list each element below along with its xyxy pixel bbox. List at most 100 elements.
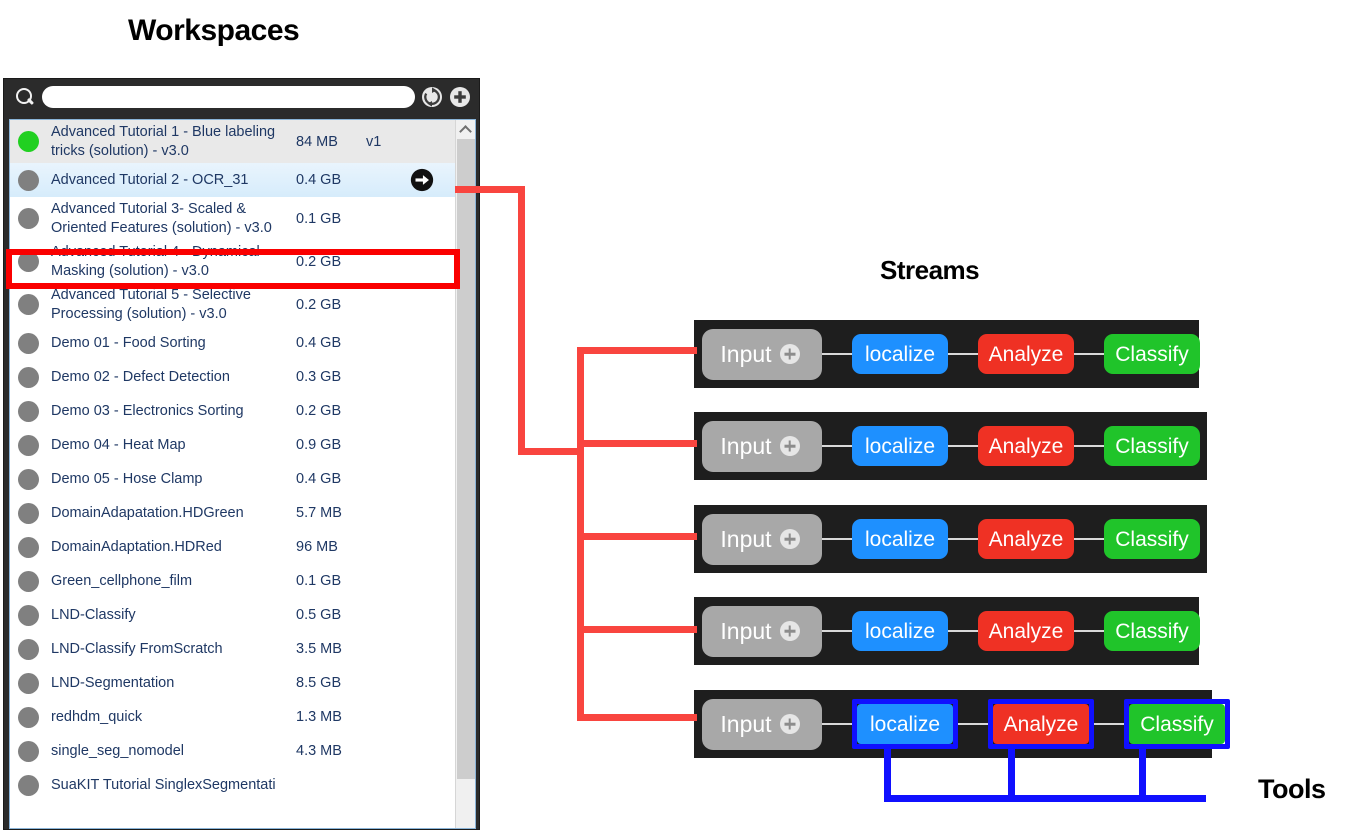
classify-node[interactable]: Classify [1104, 611, 1200, 651]
scroll-up-arrow-icon[interactable] [456, 120, 475, 139]
classify-node[interactable]: Classify [1104, 334, 1200, 374]
arrow-right-circle-icon[interactable] [408, 166, 436, 194]
red-connector-segment [577, 714, 697, 721]
stream-connector-line [948, 538, 978, 540]
input-plus-icon[interactable] [779, 621, 800, 641]
stream-connector-line [948, 630, 978, 632]
search-input[interactable] [42, 86, 415, 108]
workspace-size: 96 MB [296, 539, 338, 555]
input-plus-icon[interactable] [779, 714, 800, 734]
workspace-size: 0.4 GB [296, 335, 342, 351]
status-dot-gray [18, 208, 39, 229]
plus-icon[interactable] [449, 86, 471, 108]
localize-node-wrap: localize [852, 426, 948, 466]
input-plus-icon[interactable] [779, 529, 800, 549]
localize-node[interactable]: localize [852, 519, 948, 559]
workspace-row[interactable]: DomainAdaptation.HDRed 96 MB [10, 530, 457, 564]
workspace-row[interactable]: Advanced Tutorial 4 - Dynamical Masking … [10, 240, 457, 283]
refresh-icon[interactable] [421, 86, 443, 108]
input-node-label: Input [720, 525, 772, 552]
localize-node-label: localize [864, 342, 936, 366]
status-dot-gray [18, 366, 39, 388]
workspace-name: Advanced Tutorial 4 - Dynamical Masking … [51, 243, 260, 279]
classify-node[interactable]: Classify [1104, 426, 1200, 466]
blue-connector-segment [884, 795, 1206, 802]
stream-connector-line [822, 630, 852, 632]
workspace-size: 0.2 GB [296, 403, 342, 419]
stream-connector-line [1074, 445, 1104, 447]
workspace-size: 4.3 MB [296, 743, 342, 759]
stream-row[interactable]: Input localize Analyze Classify [694, 690, 1230, 758]
analyze-node-wrap: Analyze [978, 611, 1074, 651]
classify-node-wrap: Classify [1104, 519, 1200, 559]
classify-node-highlighted: Classify [1124, 699, 1230, 749]
classify-node[interactable]: Classify [1104, 519, 1200, 559]
stream-row[interactable]: Input localize Analyze Classify [694, 412, 1207, 480]
scrollbar-thumb[interactable] [457, 139, 475, 779]
workspace-row[interactable]: SuaKIT Tutorial SinglexSegmentati [10, 768, 457, 802]
input-node[interactable]: Input [702, 698, 822, 750]
stream-connector-line [958, 723, 988, 725]
classify-node-label: Classify [1115, 527, 1189, 551]
workspace-name: Demo 01 - Food Sorting [51, 334, 206, 351]
workspace-row[interactable]: Advanced Tutorial 3- Scaled & Oriented F… [10, 197, 457, 240]
analyze-node[interactable]: Analyze [978, 334, 1074, 374]
list-scrollbar[interactable] [455, 120, 475, 828]
workspace-row[interactable]: Demo 01 - Food Sorting 0.4 GB [10, 326, 457, 360]
input-node[interactable]: Input [702, 420, 822, 472]
analyze-node[interactable]: Analyze [978, 426, 1074, 466]
workspace-row[interactable]: Advanced Tutorial 5 - Selective Processi… [10, 283, 457, 326]
stream-row[interactable]: Input localize Analyze Classify [694, 597, 1200, 665]
red-connector-segment [577, 626, 697, 633]
workspace-size: 0.9 GB [296, 437, 342, 453]
analyze-node[interactable]: Analyze [978, 519, 1074, 559]
stream-row[interactable]: Input localize Analyze Classify [694, 505, 1207, 573]
workspace-size: 0.4 GB [296, 471, 342, 487]
status-dot-gray [18, 468, 39, 490]
localize-node[interactable]: localize [852, 334, 948, 374]
workspace-size: 0.3 GB [296, 369, 342, 385]
input-node-wrap: Input [702, 698, 822, 750]
localize-node[interactable]: localize [852, 426, 948, 466]
workspace-row[interactable]: Advanced Tutorial 1 - Blue labeling tric… [10, 120, 457, 163]
classify-node-label: Classify [1140, 712, 1214, 736]
input-node[interactable]: Input [702, 328, 822, 380]
analyze-node[interactable]: Analyze [978, 611, 1074, 651]
classify-node[interactable]: Classify [1129, 704, 1225, 744]
workspace-name: single_seg_nomodel [51, 742, 185, 759]
localize-node-label: localize [864, 619, 936, 643]
input-node[interactable]: Input [702, 513, 822, 565]
input-node[interactable]: Input [702, 605, 822, 657]
localize-node-label: localize [864, 434, 936, 458]
workspace-size: 0.2 GB [296, 253, 342, 270]
streams-title: Streams [880, 255, 980, 285]
workspace-row[interactable]: single_seg_nomodel 4.3 MB [10, 734, 457, 768]
stream-connector-line [1074, 630, 1104, 632]
classify-node-label: Classify [1115, 619, 1189, 643]
workspaces-list-scroll: Advanced Tutorial 1 - Blue labeling tric… [10, 120, 457, 828]
stream-connector-line [1074, 538, 1104, 540]
analyze-node[interactable]: Analyze [993, 704, 1089, 744]
workspace-size: 5.7 MB [296, 505, 342, 521]
workspace-name: DomainAdaptation.HDRed [51, 538, 222, 555]
workspace-name: Green_cellphone_film [51, 572, 193, 589]
localize-node[interactable]: localize [852, 611, 948, 651]
workspace-size: 8.5 GB [296, 675, 342, 691]
localize-node[interactable]: localize [857, 704, 953, 744]
red-connector-segment [518, 186, 525, 455]
workspace-size: 3.5 MB [296, 641, 342, 657]
input-plus-icon[interactable] [779, 436, 800, 456]
stream-row[interactable]: Input localize Analyze Classify [694, 320, 1200, 388]
input-plus-icon[interactable] [779, 344, 800, 364]
